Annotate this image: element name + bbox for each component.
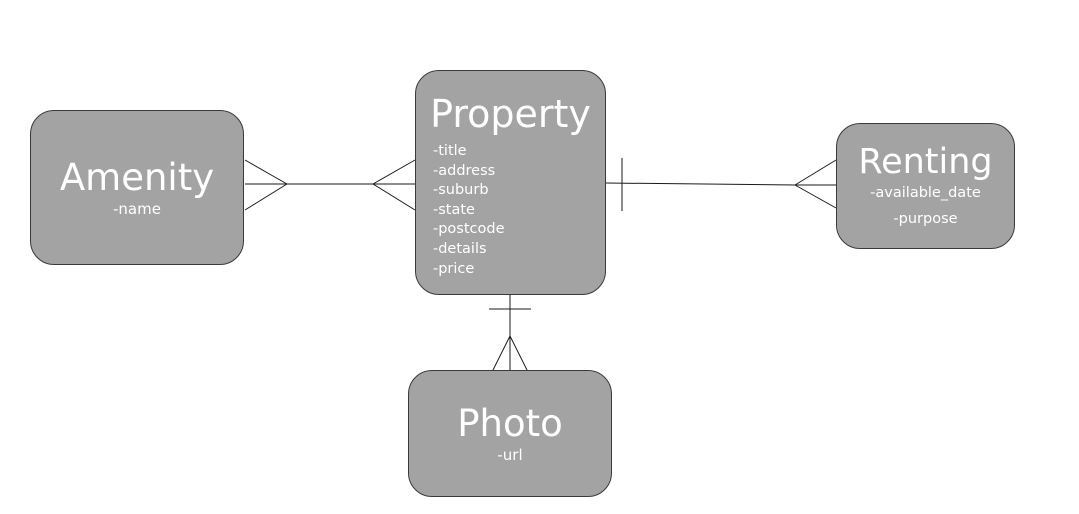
crowfoot-many-photo-end [492, 335, 528, 371]
entity-title: Renting [858, 142, 993, 182]
entity-attribute: -title [433, 143, 467, 159]
relationship-property-renting [605, 158, 837, 211]
entity-title: Property [430, 92, 591, 136]
entity-attribute: -price [433, 260, 475, 277]
entity-attribute: -purpose [893, 210, 958, 227]
entity-attribute: -address [433, 162, 496, 179]
crowfoot-many-renting-end [794, 159, 837, 209]
crowfoot-many-property-end [372, 159, 416, 211]
entity-attribute: -details [433, 240, 487, 257]
entity-renting: Renting -available_date -purpose [836, 123, 1015, 249]
entity-attribute: -postcode [433, 221, 505, 238]
crowfoot-many-amenity-end [244, 159, 288, 211]
entity-attribute: -available_date [870, 185, 981, 201]
entity-title: Photo [457, 402, 563, 445]
entity-property: Property -title -address -suburb -state … [415, 70, 606, 295]
relationship-amenity-property [244, 159, 416, 211]
attribute-list: -title -address -suburb -state -postcode… [416, 142, 605, 279]
entity-attribute: -state [433, 201, 475, 218]
relationship-property-photo [489, 295, 531, 371]
entity-attribute: -url [497, 446, 523, 464]
relationship-line [605, 182, 796, 186]
entity-attribute: -name [113, 200, 161, 218]
entity-amenity: Amenity -name [30, 110, 244, 265]
entity-attribute: -suburb [433, 182, 489, 199]
entity-title: Amenity [59, 156, 215, 199]
entity-photo: Photo -url [408, 370, 612, 497]
